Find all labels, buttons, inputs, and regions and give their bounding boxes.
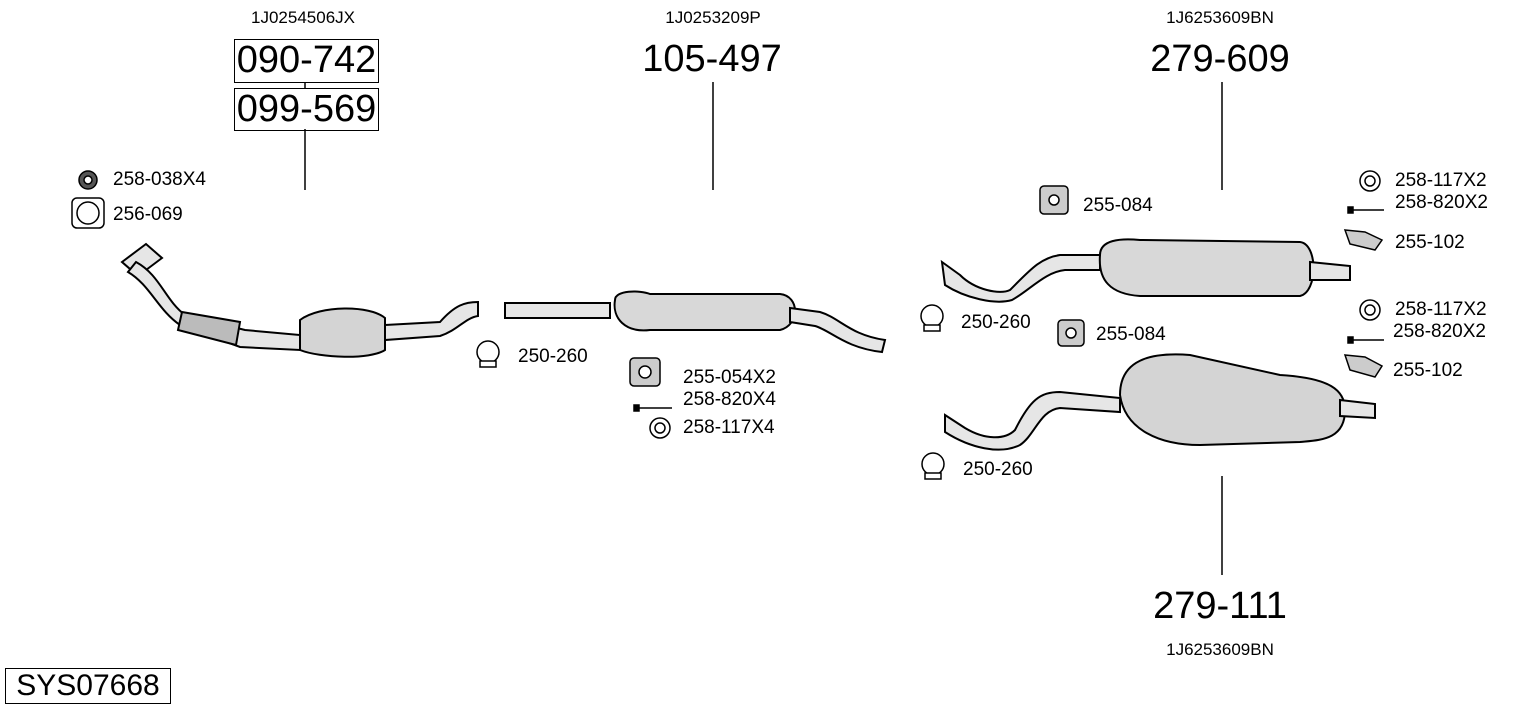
ring-icon: [649, 417, 671, 439]
bolt-icon: [633, 404, 672, 412]
label-hanger-rear1[interactable]: 255-084: [1083, 195, 1153, 216]
label-hanger-rear2[interactable]: 255-084: [1096, 324, 1166, 345]
oe-number-front: 1J0254506JX: [251, 8, 355, 27]
bolt-icon: [1347, 206, 1384, 214]
hanger-icon: [1057, 319, 1085, 347]
part-number-099-569[interactable]: 099-569: [234, 88, 379, 131]
bolt-icon: [1347, 336, 1384, 344]
part-number-105-497[interactable]: 105-497: [642, 38, 782, 80]
system-code: SYS07668: [5, 668, 171, 704]
part-number-090-742[interactable]: 090-742: [234, 39, 379, 83]
label-ring-rear2[interactable]: 258-117X2: [1395, 299, 1487, 320]
label-clamp-rear1[interactable]: 250-260: [961, 312, 1031, 333]
bracket-icon: [1343, 354, 1384, 378]
rear-silencer-lower: [944, 353, 1376, 451]
clamp-icon: [921, 452, 945, 480]
label-bracket-rear2[interactable]: 255-102: [1393, 360, 1463, 381]
hanger-icon: [1039, 185, 1069, 215]
label-bolt-rear1[interactable]: 258-820X2: [1395, 192, 1488, 213]
clamp-icon: [920, 304, 944, 332]
ring-icon: [1359, 170, 1381, 192]
oe-number-rear-upper: 1J6253609BN: [1166, 8, 1274, 27]
label-gasket[interactable]: 256-069: [113, 204, 183, 225]
label-bracket-rear1[interactable]: 255-102: [1395, 232, 1465, 253]
label-ring-mid[interactable]: 258-117X4: [683, 417, 775, 438]
ring-icon: [1359, 299, 1381, 321]
hanger-icon: [629, 357, 661, 387]
oe-number-middle: 1J0253209P: [665, 8, 761, 27]
part-number-279-111[interactable]: 279-111: [1153, 585, 1287, 627]
clamp-icon: [476, 340, 500, 368]
label-clamp-front[interactable]: 250-260: [518, 346, 588, 367]
label-ring-rear1[interactable]: 258-117X2: [1395, 170, 1487, 191]
middle-silencer: [504, 290, 887, 354]
gasket-icon: [71, 197, 105, 229]
nut-icon: [78, 170, 98, 190]
label-nut[interactable]: 258-038X4: [113, 169, 206, 190]
label-bolt-mid[interactable]: 258-820X4: [683, 389, 776, 410]
label-bolt-rear2[interactable]: 258-820X2: [1393, 321, 1486, 342]
label-hanger-mid[interactable]: 255-054X2: [683, 367, 776, 388]
part-number-279-609[interactable]: 279-609: [1150, 38, 1290, 80]
bracket-icon: [1343, 229, 1384, 251]
oe-number-rear-lower: 1J6253609BN: [1166, 640, 1274, 659]
rear-silencer-upper: [940, 238, 1351, 303]
label-clamp-rear2[interactable]: 250-260: [963, 459, 1033, 480]
front-pipe-catalyst: [120, 242, 479, 358]
